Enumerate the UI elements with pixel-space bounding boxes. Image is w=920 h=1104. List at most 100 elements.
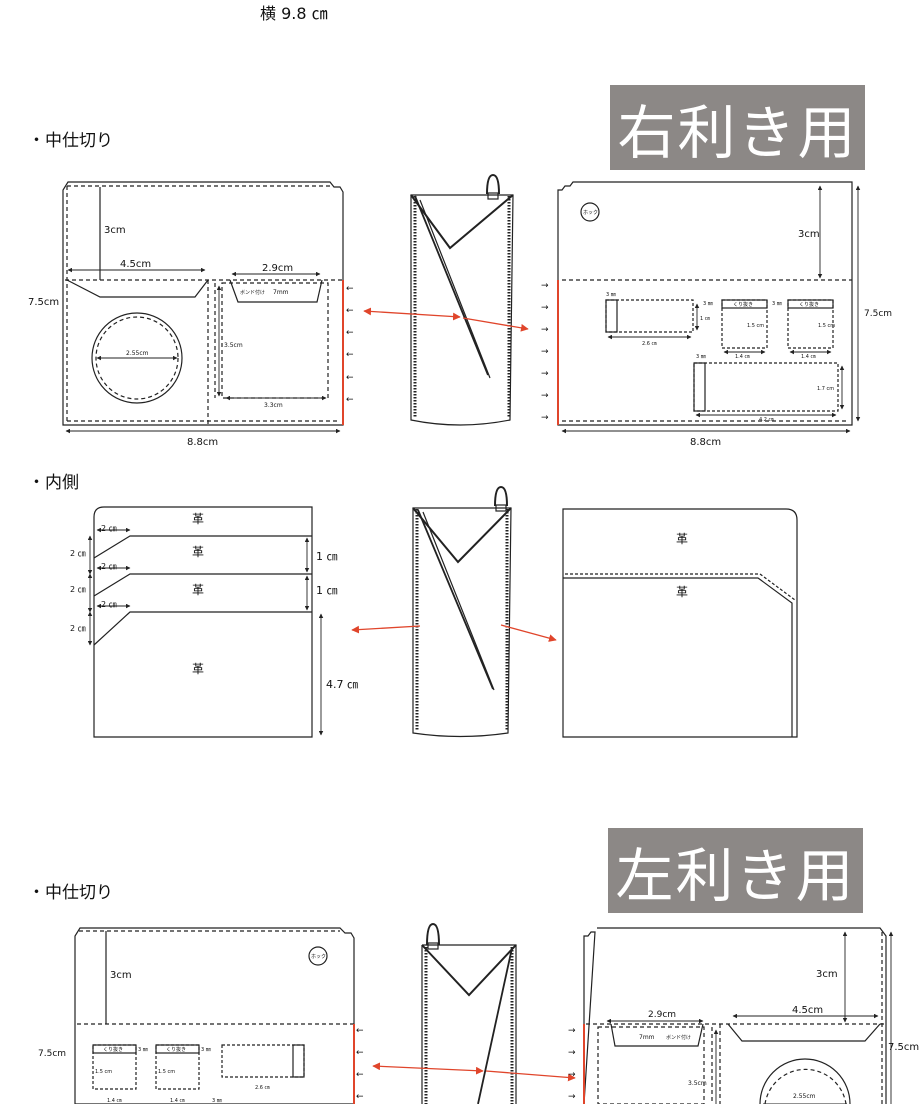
dim-1-4cm-a: 1.4 ㎝ [735,354,750,360]
inner-2cm-b: 2 ㎝ [101,562,117,571]
dim-8-8cm: 8.8cm [187,437,218,448]
svg-text:→: → [541,281,549,291]
svg-text:→: → [541,303,549,313]
svg-text:→: → [568,1092,576,1102]
dim-1-5cm-b: 1.5 cm [818,323,835,329]
pointer-right-c [485,1070,576,1082]
dim-7-5cm: 7.5cm [28,297,59,308]
inner-2cm-d: 2 ㎝ [70,549,86,558]
right-panel-b [557,181,853,426]
dim-1-5cm-a: 1.5 cm [747,323,764,329]
dim-bond-b: ボンド付け [666,1034,691,1041]
inner-leather-4: 革 [192,662,204,676]
dim-2-55cm: 2.55cm [126,350,149,357]
dim-3cm-b: 3cm [798,229,820,240]
dim-3cm-d: 3cm [816,969,838,980]
dim-3mm-f: 3 ㎜ [201,1047,211,1053]
stitch-arrows-a: ← ← ← ← ← ← [346,284,354,405]
dim-7-5cm-d: 7.5cm [888,1042,919,1053]
hook-label-a: ホック [583,210,598,216]
svg-text:←: ← [346,395,354,405]
dim-1-4cm-d: 1.4 ㎝ [170,1098,185,1104]
dim-1-5cm-c: 1.5 cm [95,1069,112,1075]
inner-heading: ・内側 [28,473,79,493]
dim-4-5cm: 4.5cm [120,259,151,270]
svg-text:→: → [541,413,549,423]
stitch-arrows-c: ←←←← [356,1026,364,1102]
inner-2cm-a: 2 ㎝ [101,524,117,533]
svg-text:←: ← [356,1092,364,1102]
case-body-top [410,173,514,426]
inner-1cm-a: 1 ㎝ [316,550,338,563]
inner-2cm-c: 2 ㎝ [101,600,117,609]
dim-3mm-a: 3 ㎜ [606,292,616,298]
svg-text:←: ← [346,306,354,316]
dim-4-5cm-b: 4.5cm [792,1005,823,1016]
left-divider-heading: ・中仕切り [28,883,113,903]
dim-1cm-a: 1 ㎝ [700,316,710,322]
dim-1-4cm-c: 1.4 ㎝ [107,1098,122,1104]
kurinuki-d: くり抜き [166,1046,186,1053]
kurinuki-b: くり抜き [799,301,819,308]
dim-2-9cm: 2.9cm [262,263,293,274]
case-body-inner [412,485,512,738]
right-panel-b-dims [561,185,861,434]
pointer-left-a [363,307,461,321]
stitch-arrows-d: → → → → [568,1026,576,1102]
dim-7-5cm-c: 7.5cm [38,1049,66,1059]
inner-left-panel [93,506,313,738]
dim-1-5cm-d: 1.5 cm [158,1069,175,1075]
dim-1-4cm-b: 1.4 ㎝ [801,354,816,360]
left-handed-tag: 左利き用 [608,828,863,913]
pointer-inner-left [351,625,421,634]
right-handed-tag: 右利き用 [610,85,865,170]
inner-2cm-e: 2 ㎝ [70,585,86,594]
svg-text:←: ← [346,284,354,294]
svg-text:←: ← [346,373,354,383]
dim-3cm-c: 3cm [110,970,132,981]
svg-text:←: ← [356,1070,364,1080]
right-panel-a-dims [65,267,341,434]
dim-7mm-b: 7mm [639,1034,655,1041]
svg-text:←: ← [356,1048,364,1058]
svg-text:→: → [568,1070,576,1080]
right-panel-a [62,181,344,426]
case-body-left [421,922,517,1104]
dim-bond: ボンド付け [240,289,265,296]
stitch-arrows-b: →→→ →→→→ [541,281,549,423]
svg-text:←: ← [346,350,354,360]
dim-2-6cm-b: 2.6 ㎝ [255,1085,270,1091]
dim-3mm-e: 3 ㎜ [138,1047,148,1053]
svg-text:→: → [541,347,549,357]
inner-right-leather-2: 革 [676,585,688,599]
dim-2-9cm-b: 2.9cm [648,1010,676,1020]
kurinuki-c: くり抜き [103,1046,123,1053]
dim-3-5cm-b: 3.5cm [688,1080,707,1087]
left-panel-b [583,927,887,1104]
kurinuki-a: くり抜き [733,301,753,308]
dim-3mm-c: 3 ㎜ [772,301,782,307]
dim-7mm: 7mm [273,289,289,296]
dim-3mm-d: 3 ㎜ [696,354,706,360]
right-divider-heading: ・中仕切り [28,131,113,151]
dim-1-7cm: 1.7 cm [817,386,834,392]
svg-text:←: ← [346,328,354,338]
pointer-left-c [372,1062,484,1075]
dim-8-8cm-b: 8.8cm [690,437,721,448]
inner-2cm-f: 2 ㎝ [70,624,86,633]
dim-3-3cm: 3.3cm [264,402,283,409]
inner-right-panel [562,508,798,738]
inner-leather-3: 革 [192,583,204,597]
pointer-right-a [462,317,529,332]
dim-7-5cm-b: 7.5cm [864,309,892,319]
dim-4-2cm: 4.2 ㎝ [759,417,774,423]
pointer-inner-right [500,624,557,642]
svg-text:→: → [568,1026,576,1036]
left-panel-a [74,927,355,1104]
hook-label-b: ホック [311,954,326,960]
svg-text:→: → [568,1048,576,1058]
svg-text:→: → [541,325,549,335]
dim-2-55cm-b: 2.55cm [793,1093,816,1100]
top-width-note: 横 9.8 ㎝ [260,4,328,23]
